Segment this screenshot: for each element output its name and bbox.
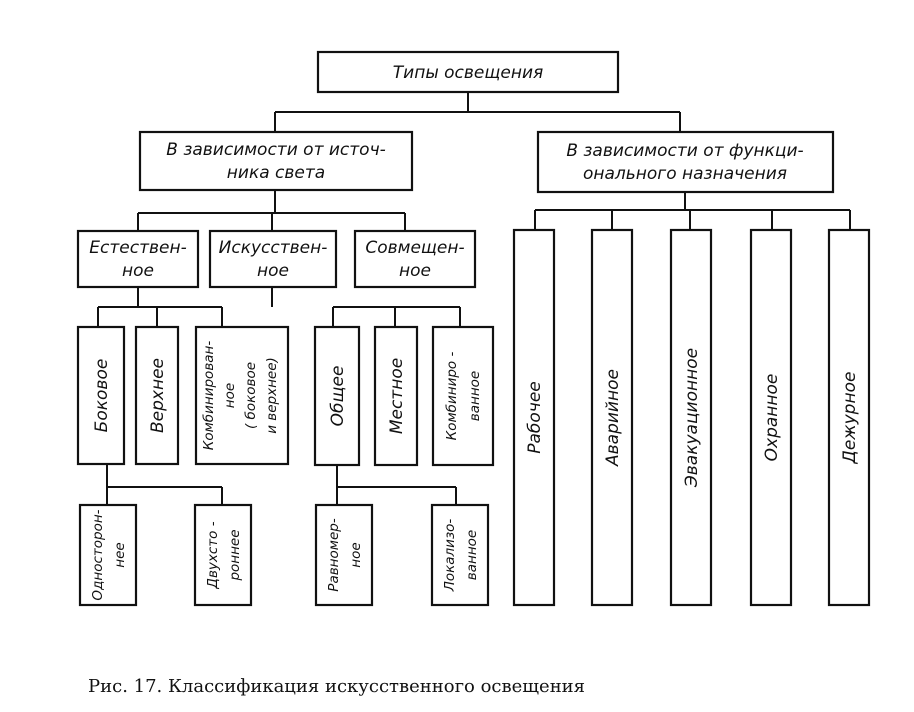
top-node: Верхнее	[134, 325, 180, 466]
two-sided-node: Двухсто - роннее	[193, 503, 253, 607]
root-label: Типы освещения	[393, 63, 543, 83]
duty-label: Дежурное	[840, 372, 860, 465]
local-label: Местное	[387, 358, 407, 434]
general-node: Общее	[313, 325, 361, 467]
combined-artificial-node: Комбиниро - ванное	[431, 325, 495, 467]
natural-node: Естествен- ное	[76, 229, 200, 289]
by-function-line1: В зависимости от функци-	[566, 141, 803, 161]
side-node: Боковое	[76, 325, 126, 466]
combined-natural-line1: Комбинирован-	[201, 341, 217, 451]
emergency-node: Аварийное	[590, 228, 634, 607]
artificial-line1: Искусствен-	[219, 238, 328, 258]
by-function-node: В зависимости от функци- онального назна…	[536, 130, 835, 194]
artificial-line2: ное	[257, 261, 289, 281]
working-label: Рабочее	[525, 381, 545, 454]
uniform-node: Равномер- ное	[314, 503, 374, 607]
by-function-line2: онального назначения	[583, 164, 787, 184]
by-source-line2: ника света	[227, 163, 325, 183]
localized-line2: ванное	[464, 530, 480, 580]
one-sided-line2: нее	[112, 542, 128, 567]
by-source-line1: В зависимости от источ-	[166, 140, 386, 160]
natural-line2: ное	[122, 261, 154, 281]
local-node: Местное	[373, 325, 419, 467]
figure-caption: Рис. 17. Классификация искусственного ос…	[88, 676, 586, 697]
duty-node: Дежурное	[827, 228, 871, 607]
root-node: Типы освещения	[316, 50, 620, 94]
combined-line1: Совмещен-	[365, 238, 464, 258]
one-sided-line1: Односторон-	[90, 509, 106, 600]
general-label: Общее	[328, 366, 348, 427]
localized-line1: Локализо-	[442, 519, 458, 593]
artificial-node: Искусствен- ное	[208, 229, 338, 289]
uniform-line1: Равномер-	[326, 518, 342, 592]
combined-artificial-line2: ванное	[467, 371, 483, 421]
two-sided-line1: Двухсто -	[205, 521, 221, 589]
combined-natural-line3: ( боковое	[243, 362, 259, 429]
localized-node: Локализо- ванное	[430, 503, 490, 607]
security-node: Охранное	[749, 228, 793, 607]
top-label: Верхнее	[148, 358, 168, 433]
combined-artificial-line1: Комбиниро -	[444, 352, 460, 441]
by-source-node: В зависимости от источ- ника света	[138, 130, 414, 192]
evacuation-node: Эвакуационное	[669, 228, 713, 607]
combined-node: Совмещен- ное	[353, 229, 477, 289]
uniform-line2: ное	[348, 542, 364, 567]
combined-natural-line2: ное	[222, 383, 238, 408]
working-node: Рабочее	[512, 228, 556, 607]
one-sided-node: Односторон- нее	[78, 503, 138, 607]
combined-line2: ное	[399, 261, 431, 281]
combined-natural-node: Комбинирован- ное ( боковое и верхнее)	[194, 325, 290, 466]
emergency-label: Аварийное	[603, 369, 623, 467]
combined-natural-line4: и верхнее)	[264, 357, 280, 434]
security-label: Охранное	[762, 374, 782, 462]
side-label: Боковое	[92, 359, 112, 433]
evacuation-label: Эвакуационное	[682, 348, 702, 488]
two-sided-line2: роннее	[227, 529, 243, 581]
connectors	[97, 92, 851, 505]
natural-line1: Естествен-	[89, 238, 186, 258]
